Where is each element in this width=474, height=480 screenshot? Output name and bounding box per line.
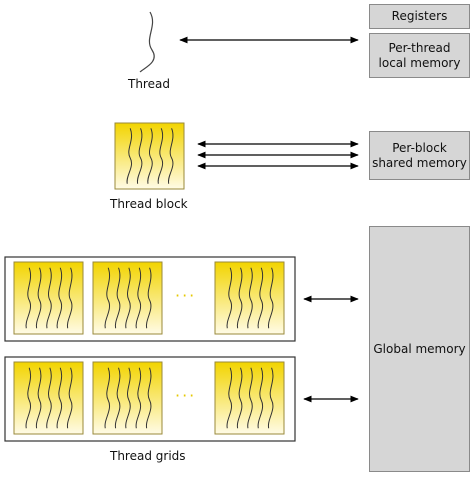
thread-squiggle bbox=[139, 11, 155, 73]
grid-2-block-1 bbox=[13, 361, 84, 435]
global-memory-label: Global memory bbox=[373, 341, 466, 356]
grid-1-block-3-thread bbox=[247, 267, 253, 329]
local-memory-box: Per-thread local memory bbox=[369, 33, 470, 78]
grid-1-block-1-thread bbox=[35, 267, 42, 329]
thread-block-square-thread bbox=[167, 128, 174, 184]
thread-block-square bbox=[114, 122, 185, 190]
grid-2-block-1-frame bbox=[13, 361, 84, 435]
grid-1-block-2-thread bbox=[114, 267, 121, 329]
thread-block-square-thread bbox=[157, 128, 164, 184]
grid-2-block-3 bbox=[214, 361, 285, 435]
global-memory-box: Global memory bbox=[369, 226, 470, 472]
local-memory-line2: local memory bbox=[378, 55, 461, 70]
grid-1-block-1-thread bbox=[25, 267, 32, 329]
grid-1-block-2-thread bbox=[135, 267, 142, 329]
grid-2-block-1-thread bbox=[25, 367, 32, 429]
grid-1-block-2-frame bbox=[92, 261, 163, 335]
thread-block-label: Thread block bbox=[110, 197, 188, 211]
grid-2-ellipsis: ··· bbox=[175, 386, 197, 405]
grid-2-block-2-thread bbox=[125, 367, 131, 429]
grid-1-block-3-frame bbox=[214, 261, 285, 335]
grid-1-block-1-thread bbox=[66, 267, 73, 329]
thread-block-square-frame bbox=[114, 122, 185, 190]
grid-2-block-1-thread bbox=[35, 367, 42, 429]
grid-1-block-3-thread bbox=[226, 267, 233, 329]
local-memory-line1: Per-thread bbox=[388, 40, 451, 55]
thread-block-square-thread bbox=[136, 128, 143, 184]
grid-1-block-1-frame bbox=[13, 261, 84, 335]
grid-2-block-2-thread bbox=[104, 367, 111, 429]
shared-memory-line2: shared memory bbox=[372, 155, 467, 170]
grid-2-block-2-thread bbox=[135, 367, 142, 429]
grid-1-block-3-thread bbox=[236, 267, 243, 329]
grid-2-block-3-thread bbox=[236, 367, 243, 429]
grid-1-block-1-thread bbox=[56, 267, 63, 329]
grid-1-block-2-thread bbox=[104, 267, 111, 329]
grid-2-block-3-frame bbox=[214, 361, 285, 435]
registers-box: Registers bbox=[369, 4, 470, 29]
grid-1-block-3 bbox=[214, 261, 285, 335]
grid-2-block-2-thread bbox=[145, 367, 152, 429]
grid-1-block-2 bbox=[92, 261, 163, 335]
grid-2-block-1-thread bbox=[56, 367, 63, 429]
grid-1-block-3-thread bbox=[257, 267, 264, 329]
grid-1-block-1-thread bbox=[46, 267, 52, 329]
shared-memory-box: Per-block shared memory bbox=[369, 131, 470, 180]
grid-2-block-2-thread bbox=[114, 367, 121, 429]
thread-block-square-thread bbox=[126, 128, 133, 184]
grid-2-block-1-thread bbox=[66, 367, 73, 429]
grid-1-ellipsis: ··· bbox=[175, 286, 197, 305]
grid-2-block-1-thread bbox=[46, 367, 52, 429]
grid-2-block-2 bbox=[92, 361, 163, 435]
grid-2-block-3-thread bbox=[247, 367, 253, 429]
thread-label: Thread bbox=[128, 77, 170, 91]
grid-2-block-3-thread bbox=[257, 367, 264, 429]
grid-2-block-3-thread bbox=[267, 367, 274, 429]
grid-2-block-3-thread bbox=[226, 367, 233, 429]
thread-block-square-thread bbox=[147, 128, 153, 184]
shared-memory-line1: Per-block bbox=[392, 140, 447, 155]
grid-1-block-2-thread bbox=[145, 267, 152, 329]
registers-label: Registers bbox=[391, 9, 448, 23]
grid-2-block-2-frame bbox=[92, 361, 163, 435]
grid-1-block-1 bbox=[13, 261, 84, 335]
grid-1-block-2-thread bbox=[125, 267, 131, 329]
thread-block bbox=[114, 122, 185, 190]
grid-1-block-3-thread bbox=[267, 267, 274, 329]
thread-grids-label: Thread grids bbox=[110, 449, 186, 463]
